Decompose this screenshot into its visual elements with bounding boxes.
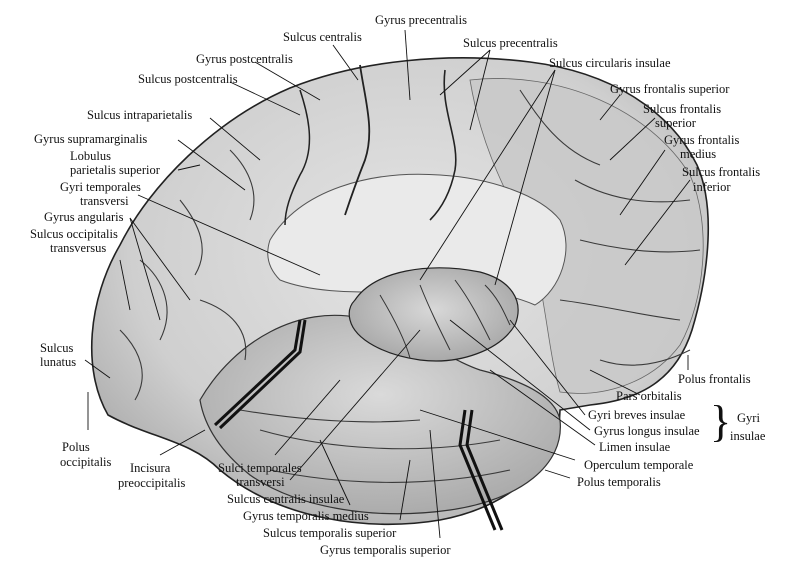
- label-limen-insulae: Limen insulae: [599, 440, 671, 454]
- label-polus-temporalis: Polus temporalis: [577, 475, 661, 489]
- label-sulcus-centralis: Sulcus centralis: [283, 30, 362, 44]
- insula: [348, 267, 519, 362]
- label-sulcus-intraparietalis: Sulcus intraparietalis: [87, 108, 193, 122]
- label-gyrus-frontalis-superior: Gyrus frontalis superior: [610, 82, 730, 96]
- label-sulcus-frontalis-inferior-2: inferior: [693, 180, 731, 194]
- label-gyri-breves-insulae: Gyri breves insulae: [588, 408, 686, 422]
- label-sulcus-centralis-insulae: Sulcus centralis insulae: [227, 492, 345, 506]
- label-sulcus-lunatus-1: Sulcus: [40, 341, 74, 355]
- label-gyrus-postcentralis: Gyrus postcentralis: [196, 52, 293, 66]
- label-lobulus-2: parietalis superior: [70, 163, 160, 177]
- postcentral-sulcus: [284, 89, 311, 226]
- label-gyrus-temporalis-medius: Gyrus temporalis medius: [243, 509, 369, 523]
- label-sulcus-frontalis-inferior-1: Sulcus frontalis: [682, 165, 761, 179]
- label-sulcus-frontalis-superior-1: Sulcus frontalis: [643, 102, 722, 116]
- label-pars-orbitalis: Pars orbitalis: [616, 389, 682, 403]
- opercular-cut-surface: [267, 173, 567, 306]
- label-gyrus-frontalis-medius-2: medius: [680, 147, 717, 161]
- label-gyrus-longus-insulae: Gyrus longus insulae: [594, 424, 700, 438]
- label-sulcus-postcentralis: Sulcus postcentralis: [138, 72, 238, 86]
- label-gyrus-frontalis-medius-1: Gyrus frontalis: [664, 133, 740, 147]
- label-gyri-temporales-1: Gyri temporales: [60, 180, 141, 194]
- label-sulcus-precentralis: Sulcus precentralis: [463, 36, 558, 50]
- label-sulcus-occipitalis-2: transversus: [50, 241, 107, 255]
- central-sulcus: [344, 64, 371, 216]
- label-gyri-insulae-1: Gyri: [737, 411, 760, 425]
- label-sulcus-lunatus-2: lunatus: [40, 355, 77, 369]
- label-operculum-temporale: Operculum temporale: [584, 458, 694, 472]
- gyri-insulae-brace: }: [710, 397, 732, 446]
- label-lobulus-1: Lobulus: [70, 149, 111, 163]
- label-polus-occipitalis-2: occipitalis: [60, 455, 112, 469]
- leader-lines: [84, 29, 691, 539]
- label-polus-frontalis: Polus frontalis: [678, 372, 751, 386]
- label-gyrus-supramarginalis: Gyrus supramarginalis: [34, 132, 148, 146]
- label-gyri-temporales-2: transversi: [80, 194, 129, 208]
- label-sulcus-temporalis-superior: Sulcus temporalis superior: [263, 526, 397, 540]
- label-gyri-insulae-2: insulae: [730, 429, 766, 443]
- label-sulcus-circularis-insulae: Sulcus circularis insulae: [549, 56, 671, 70]
- label-incisura-2: preoccipitalis: [118, 476, 186, 490]
- label-gyrus-angularis: Gyrus angularis: [44, 210, 124, 224]
- label-sulcus-occipitalis-1: Sulcus occipitalis: [30, 227, 118, 241]
- precentral-sulcus: [429, 69, 457, 221]
- label-sulci-temporales-2: transversi: [236, 475, 285, 489]
- retractor-hooks: [213, 319, 504, 531]
- label-sulci-temporales-1: Sulci temporales: [218, 461, 302, 475]
- label-sulcus-frontalis-superior-2: superior: [655, 116, 696, 130]
- label-gyrus-temporalis-superior: Gyrus temporalis superior: [320, 543, 451, 557]
- label-gyrus-precentralis: Gyrus precentralis: [375, 13, 467, 27]
- label-incisura-1: Incisura: [130, 461, 171, 475]
- label-polus-occipitalis-1: Polus: [62, 440, 90, 454]
